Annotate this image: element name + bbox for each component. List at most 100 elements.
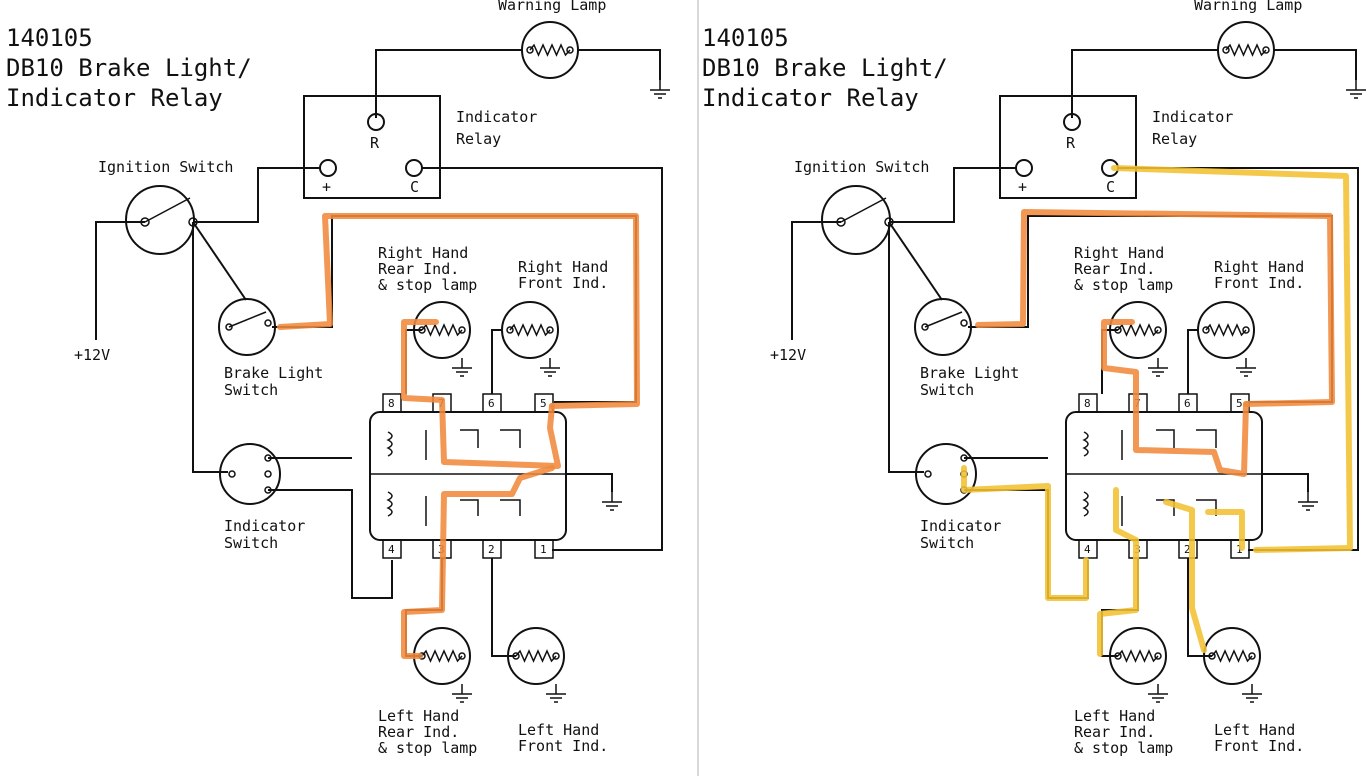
diagram-title-line-2: DB10 Brake Light/ [702, 54, 948, 82]
contact-c [460, 499, 479, 516]
highlight-brake-feed [277, 213, 640, 409]
coil-upper [386, 431, 393, 457]
highlight-rh-rear-path [401, 319, 561, 469]
wire-pin3-to-lh-rear [405, 558, 443, 657]
diagram-title-line-3: Indicator Relay [702, 84, 919, 112]
indicator-switch-label-line-1: Indicator [224, 517, 305, 535]
lh-rear-label-line-3: & stop lamp [1074, 739, 1173, 757]
relay-pin-r [367, 113, 385, 131]
lh-front-label-line-1: Left Hand [518, 721, 599, 739]
wire-unit-to-ground [566, 473, 613, 492]
rh-front-label-line-2: Front Ind. [518, 274, 608, 292]
rh-rear-ground [452, 358, 472, 377]
diagram-title-line-2: DB10 Brake Light/ [6, 54, 252, 82]
bottom-pin-label-1: 1 [540, 543, 547, 556]
lh-rear-ground [1148, 684, 1168, 703]
rh-front-label-line-2: Front Ind. [1214, 274, 1304, 292]
ignition-switch [125, 185, 195, 255]
relay-label-line-1: Indicator [456, 108, 537, 126]
top-pin-label-5: 5 [1236, 397, 1243, 410]
relay-pin-plus-label: + [1018, 178, 1027, 196]
wire-relay-c-to-pin1 [422, 167, 663, 551]
rh-rear-label-line-3: & stop lamp [378, 276, 477, 294]
lh-rear-label-line-1: Left Hand [1074, 707, 1155, 725]
warning-lamp-label: Warning Lamp [498, 0, 606, 14]
ignition-switch-label: Ignition Switch [98, 158, 233, 176]
relay-unit-ground [1298, 492, 1318, 511]
highlight-rh-rear-path [1101, 319, 1249, 477]
highlight-ind-to-pin4 [961, 465, 1089, 601]
rh-rear-label-line-2: Rear Ind. [1074, 260, 1155, 278]
lh-front-lamp [1203, 627, 1261, 685]
wire-pin3-to-lh-rear [1101, 558, 1139, 657]
wire-pin2-to-lh-front [491, 558, 516, 657]
top-pin-label-6: 6 [1184, 397, 1191, 410]
relay-label-line-2: Relay [456, 130, 501, 148]
brake-light-switch [914, 298, 972, 356]
relay-pin-r-label: R [1066, 134, 1076, 152]
wire-supply [791, 221, 841, 340]
wire-lamp-to-ground [1274, 49, 1357, 80]
rh-front-label-line-1: Right Hand [1214, 258, 1304, 276]
lh-front-ground [1242, 684, 1262, 703]
wire-ind-switch-to-pin4 [268, 489, 393, 599]
panel-divider [697, 0, 699, 776]
wire-pin2-to-lh-front [1187, 558, 1212, 657]
brake-switch-label-line-1: Brake Light [920, 364, 1019, 382]
indicator-relay-box [303, 95, 441, 199]
rh-rear-ground [1148, 358, 1168, 377]
relay-pin-c-label: C [1106, 178, 1115, 196]
contact-b [500, 429, 521, 448]
lh-rear-lamp [1109, 627, 1167, 685]
brake-switch-label-line-1: Brake Light [224, 364, 323, 382]
top-pin-label-8: 8 [388, 397, 395, 410]
highlight-lh-rear-path [401, 465, 555, 659]
lh-front-lamp [507, 627, 565, 685]
wire-ignition-to-indicator-switch [888, 222, 924, 473]
bottom-pin-label-4: 4 [388, 543, 395, 556]
relay-label-line-2: Relay [1152, 130, 1197, 148]
wire-relay-c-to-pin1 [1118, 167, 1359, 551]
contact-d [500, 499, 521, 516]
relay-pin-plus-label: + [322, 178, 331, 196]
wire-unit-to-ground [1262, 473, 1309, 492]
rh-rear-label-line-2: Rear Ind. [378, 260, 459, 278]
highlight-brake-feed [975, 209, 1335, 407]
bottom-pin-label-2: 2 [488, 543, 495, 556]
bottom-pin-label-4: 4 [1084, 543, 1091, 556]
wire-lamp-to-ground [578, 49, 661, 80]
relay-pin-r [1063, 113, 1081, 131]
diagram-title-line-3: Indicator Relay [6, 84, 223, 112]
wire-ignition-to-relay [193, 167, 320, 223]
relay-pin-r-label: R [370, 134, 380, 152]
wire-pin6-to-rh-front [491, 329, 502, 394]
coil-lower [1082, 491, 1089, 517]
highlight-lh-rear-path [1097, 487, 1139, 657]
relay-pin-plus [319, 159, 337, 177]
highlight-pin1-link [1205, 509, 1245, 551]
indicator-relay-box [999, 95, 1137, 199]
lh-front-ground [546, 684, 566, 703]
warning-lamp [1217, 21, 1275, 79]
relay-pin-c-label: C [410, 178, 419, 196]
rh-front-lamp [1197, 301, 1255, 359]
top-pin-8 [1078, 393, 1098, 413]
indicator-switch-label-line-1: Indicator [920, 517, 1001, 535]
coil-lower [386, 491, 393, 517]
rh-front-ground [540, 358, 560, 377]
rh-rear-label-line-1: Right Hand [378, 244, 468, 262]
supply-label: +12V [74, 346, 110, 364]
lh-front-label-line-2: Front Ind. [518, 737, 608, 755]
bottom-pin-4 [382, 539, 402, 559]
wire-ignition-to-relay [889, 167, 1016, 223]
wire-supply [95, 221, 145, 340]
highlight-lh-front-path [1163, 499, 1207, 653]
lh-rear-label-line-1: Left Hand [378, 707, 459, 725]
supply-label: +12V [770, 346, 806, 364]
bottom-pin-label-1: 1 [1236, 543, 1243, 556]
ignition-switch [821, 185, 891, 255]
highlight-relay-c [1111, 165, 1353, 553]
indicator-switch [915, 443, 977, 505]
